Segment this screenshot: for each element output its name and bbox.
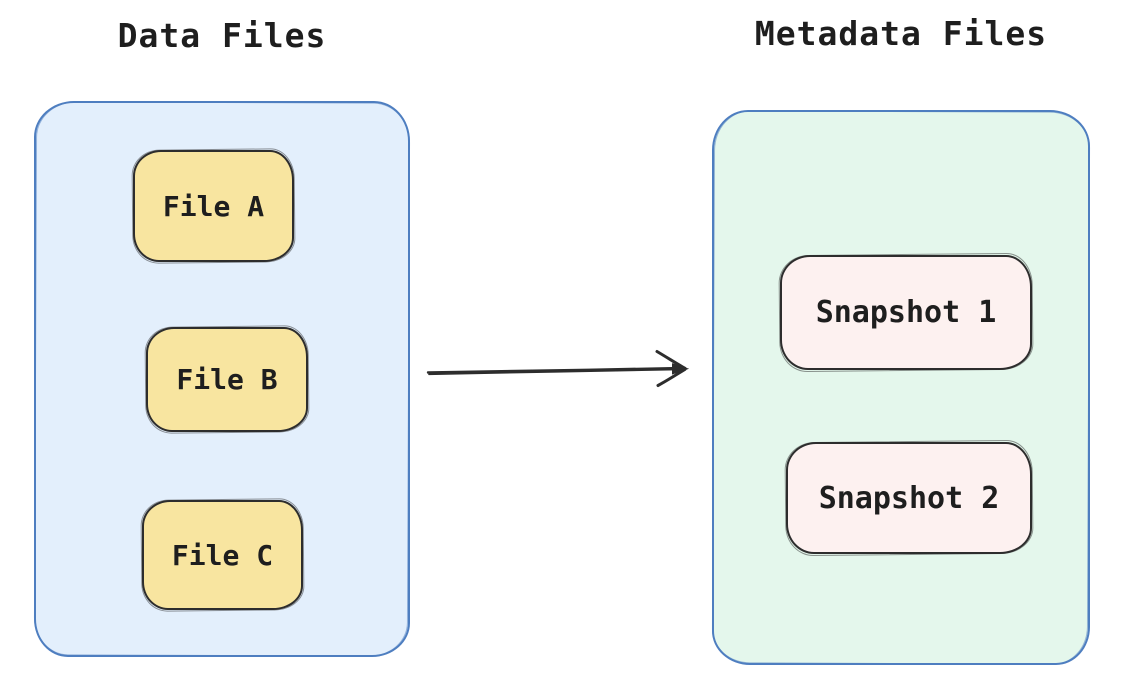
arrow-head-upper-barb: [655, 350, 687, 370]
node-file-b: File B: [146, 327, 308, 432]
arrow-head-lower-barb: [656, 367, 687, 387]
metadata-files-group-title: Metadata Files: [754, 14, 1048, 53]
node-file-c: File C: [142, 500, 303, 610]
node-file-a: File A: [133, 150, 294, 262]
node-file-b-label: File B: [176, 363, 278, 396]
arrow-shaft-sketch-line: [428, 368, 683, 376]
metadata-files-container: [712, 110, 1090, 665]
arrow-head-tip: [672, 363, 690, 375]
node-snapshot-2-label: Snapshot 2: [818, 480, 1000, 516]
node-file-c-label: File C: [171, 538, 274, 572]
data-files-group-title: Data Files: [117, 16, 327, 55]
node-snapshot-1: Snapshot 1: [780, 255, 1032, 370]
node-snapshot-2: Snapshot 2: [786, 442, 1032, 554]
node-file-a-label: File A: [162, 189, 265, 223]
flow-arrow: [426, 350, 690, 387]
node-snapshot-1-label: Snapshot 1: [815, 295, 997, 330]
arrow-shaft: [426, 366, 686, 374]
